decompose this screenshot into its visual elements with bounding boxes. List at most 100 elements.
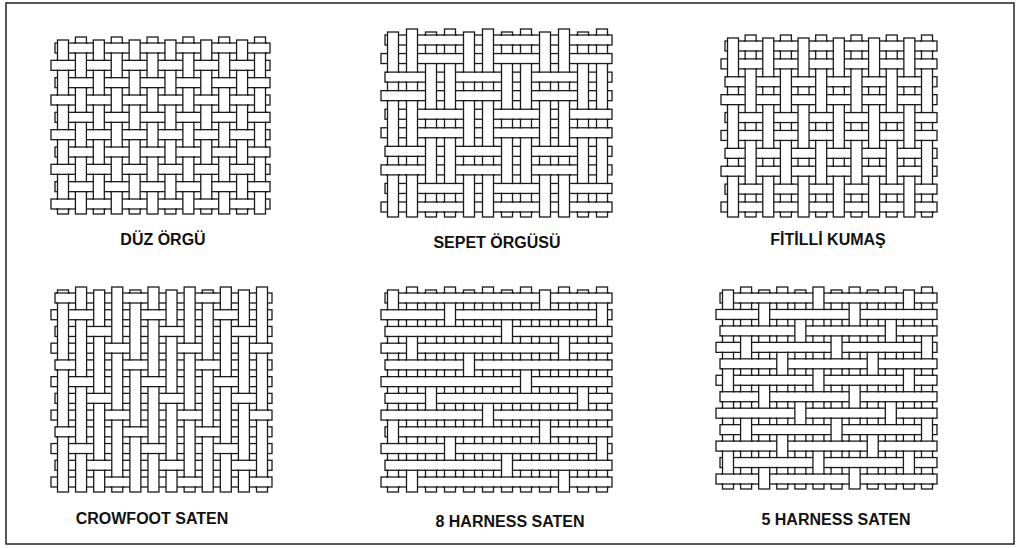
- weft-edge: [832, 104, 846, 105]
- weft-cover: [386, 91, 400, 100]
- weft-float: [443, 54, 457, 64]
- weft-cover: [481, 361, 495, 370]
- weft-edge: [181, 77, 195, 78]
- weft-edge: [920, 391, 934, 392]
- weft-float: [538, 410, 552, 420]
- weft-cover: [237, 394, 251, 403]
- weft-edge: [538, 386, 552, 387]
- weft-cover: [866, 343, 880, 352]
- weft-cover: [538, 327, 552, 336]
- weft-edge: [830, 325, 844, 326]
- weft-edge: [146, 181, 160, 182]
- weft-cover: [462, 377, 476, 386]
- weft-edge: [595, 201, 609, 202]
- weft-edge: [500, 436, 514, 437]
- weft-float: [481, 293, 495, 303]
- weft-float: [761, 77, 775, 87]
- weft-cover: [386, 394, 400, 403]
- weft-cover: [462, 294, 476, 303]
- weft-edge: [830, 368, 844, 369]
- weft-cover: [832, 167, 846, 176]
- weft-edge: [92, 403, 106, 404]
- weft-cover: [721, 442, 735, 451]
- weft-cover: [92, 394, 106, 403]
- weft-edge: [219, 376, 233, 377]
- weft-edge: [920, 483, 934, 484]
- weft-edge: [443, 409, 457, 410]
- weft-cover: [902, 327, 916, 336]
- weft-edge: [201, 436, 215, 437]
- weft-float: [775, 408, 789, 418]
- weft-edge: [163, 139, 177, 140]
- weft-edge: [217, 146, 231, 147]
- weft-float: [920, 113, 934, 123]
- weft-cover: [538, 444, 552, 453]
- weft-edge: [902, 358, 916, 359]
- weft-edge: [849, 140, 863, 141]
- weft-float: [744, 41, 758, 51]
- weft-edge: [405, 174, 419, 175]
- weft-edge: [183, 476, 197, 477]
- weft-edge: [814, 130, 828, 131]
- weft-cover: [74, 377, 88, 386]
- weft-cover: [793, 376, 807, 385]
- weft-edge: [128, 208, 142, 209]
- weft-float: [500, 109, 514, 119]
- weft-float: [797, 77, 811, 87]
- weft-edge: [443, 119, 457, 120]
- weft-float: [848, 342, 862, 352]
- weft-edge: [386, 393, 400, 394]
- weft-float: [775, 375, 789, 385]
- weft-cover: [405, 461, 419, 470]
- weft-float: [902, 148, 916, 158]
- weft-cover: [779, 131, 793, 140]
- weft-edge: [832, 166, 846, 167]
- weft-edge: [757, 424, 771, 425]
- weft-float: [462, 326, 476, 336]
- weft-cover: [424, 444, 438, 453]
- weft-float: [779, 130, 793, 140]
- weft-yarn: [385, 109, 612, 119]
- weft-edge: [885, 122, 899, 123]
- weft-cover: [110, 344, 124, 353]
- weft-cover: [848, 409, 862, 418]
- weft-cover: [576, 36, 590, 45]
- weft-edge: [481, 71, 495, 72]
- weft-float: [405, 310, 419, 320]
- warp-yarn: [728, 38, 739, 217]
- weft-edge: [199, 104, 213, 105]
- weft-edge: [793, 375, 807, 376]
- weft-edge: [424, 386, 438, 387]
- weft-float: [183, 410, 197, 420]
- weft-edge: [405, 90, 419, 91]
- weft-cover: [920, 458, 934, 467]
- weft-float: [793, 425, 807, 435]
- weft-cover: [128, 130, 142, 139]
- weft-edge: [462, 71, 476, 72]
- weft-float: [253, 147, 267, 157]
- weft-float: [519, 393, 533, 403]
- weft-edge: [576, 486, 590, 487]
- weft-yarn: [385, 35, 612, 45]
- weft-cover: [217, 44, 231, 53]
- weft-float: [443, 377, 457, 387]
- weft-float: [920, 130, 934, 140]
- weft-float: [576, 109, 590, 119]
- weft-cover: [146, 44, 160, 53]
- weft-edge: [386, 359, 400, 360]
- weft-edge: [793, 292, 807, 293]
- weft-float: [92, 130, 106, 140]
- weft-cover: [424, 54, 438, 63]
- weft-edge: [814, 122, 828, 123]
- weft-cover: [557, 411, 571, 420]
- weft-edge: [146, 191, 160, 192]
- weave-caption: FİTİLLİ KUMAŞ: [770, 230, 886, 249]
- weft-float: [814, 130, 828, 140]
- weft-cover: [920, 203, 934, 212]
- weft-edge: [885, 211, 899, 212]
- weft-edge: [884, 292, 898, 293]
- weft-edge: [163, 129, 177, 130]
- weft-edge: [74, 122, 88, 123]
